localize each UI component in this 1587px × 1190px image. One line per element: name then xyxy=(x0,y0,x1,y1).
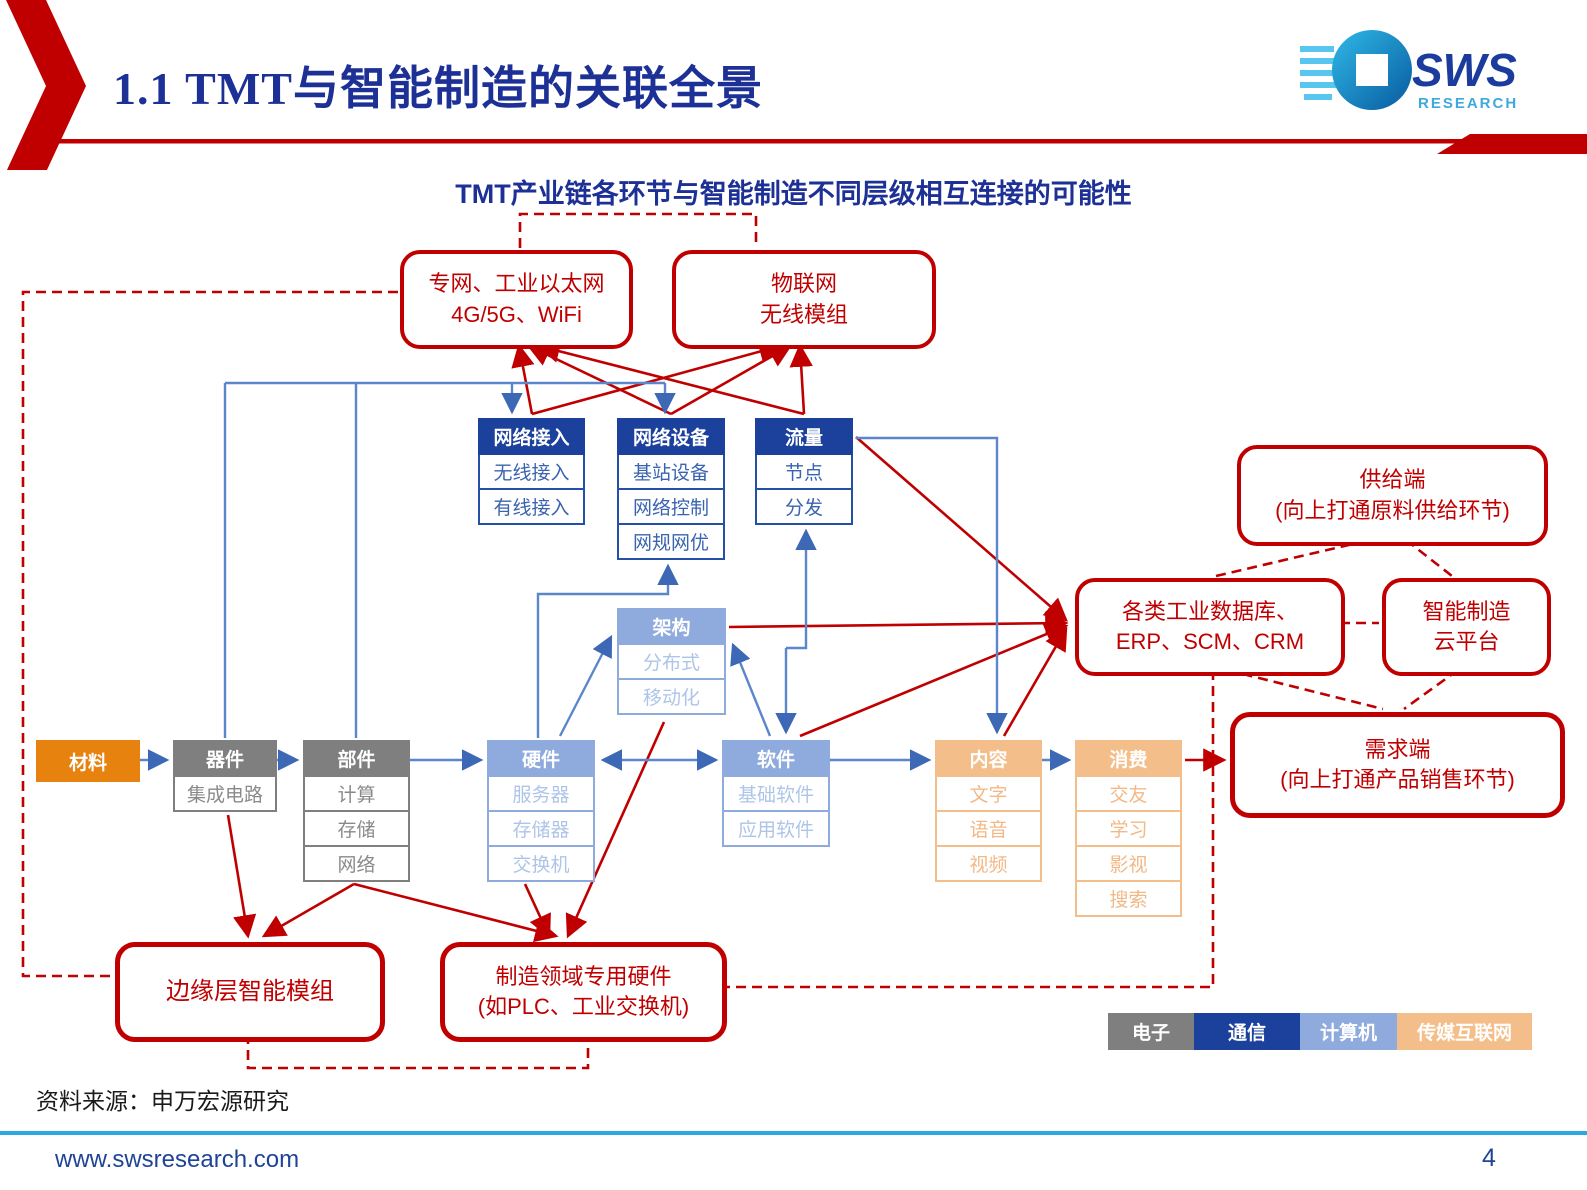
sws-logo-icon: SWS RESEARCH xyxy=(1300,30,1518,112)
box-material: 材料 xyxy=(36,740,140,782)
box-line: (如PLC、工业交换机) xyxy=(477,994,690,1019)
footer-divider xyxy=(0,1131,1587,1135)
website-link[interactable]: www.swsresearch.com xyxy=(55,1146,300,1173)
box-line: 供给端 xyxy=(1359,467,1426,493)
table-header: 流量 xyxy=(755,418,853,455)
box-iot: 物联网 无线模组 xyxy=(672,250,936,349)
table-header: 内容 xyxy=(935,740,1042,777)
table-row: 影视 xyxy=(1075,847,1182,882)
table-row: 节点 xyxy=(755,455,853,490)
table-architecture: 架构 分布式 移动化 xyxy=(617,608,726,715)
box-line: 专网、工业以太网 xyxy=(428,271,605,297)
page-title: 1.1 TMT与智能制造的关联全景 xyxy=(113,63,763,114)
table-header: 网络设备 xyxy=(617,418,725,455)
box-cloud-platform: 智能制造 云平台 xyxy=(1382,578,1551,676)
table-header: 器件 xyxy=(173,740,277,777)
table-hardware: 硬件 服务器 存储器 交换机 xyxy=(487,740,595,882)
box-line: 智能制造 xyxy=(1422,598,1511,624)
box-supply-side: 供给端 (向上打通原料供给环节) xyxy=(1237,445,1548,546)
box-demand-side: 需求端 (向上打通产品销售环节) xyxy=(1230,712,1565,818)
table-row: 文字 xyxy=(935,777,1042,812)
table-row: 网络 xyxy=(303,847,410,882)
page-number: 4 xyxy=(1482,1144,1496,1172)
table-row: 语音 xyxy=(935,812,1042,847)
box-line: 物联网 xyxy=(770,271,837,297)
box-line: 云平台 xyxy=(1433,629,1500,654)
table-row: 存储 xyxy=(303,812,410,847)
table-header: 网络接入 xyxy=(478,418,585,455)
box-line: 4G/5G、WiFi xyxy=(451,301,582,327)
table-row: 交友 xyxy=(1075,777,1182,812)
table-row: 计算 xyxy=(303,777,410,812)
table-row: 基站设备 xyxy=(617,455,725,490)
box-line: (向上打通原料供给环节) xyxy=(1275,497,1510,523)
table-row: 视频 xyxy=(935,847,1042,882)
box-private-network: 专网、工业以太网 4G/5G、WiFi xyxy=(400,250,633,349)
box-line: ERP、SCM、CRM xyxy=(1115,629,1305,654)
table-network-access: 网络接入 无线接入 有线接入 xyxy=(478,418,585,525)
table-content: 内容 文字 语音 视频 xyxy=(935,740,1042,882)
table-network-equipment: 网络设备 基站设备 网络控制 网规网优 xyxy=(617,418,725,560)
sws-logo: SWS RESEARCH xyxy=(1300,20,1535,125)
box-line: 需求端 xyxy=(1364,736,1431,762)
table-row: 搜索 xyxy=(1075,882,1182,917)
box-line: 无线模组 xyxy=(759,301,848,327)
legend-telecom: 通信 xyxy=(1194,1013,1300,1050)
table-row: 无线接入 xyxy=(478,455,585,490)
table-header: 架构 xyxy=(617,608,726,645)
table-row: 网规网优 xyxy=(617,525,725,560)
table-row: 应用软件 xyxy=(722,812,830,847)
box-line: 边缘层智能模组 xyxy=(166,978,334,1006)
table-row: 分布式 xyxy=(617,645,726,680)
table-header: 软件 xyxy=(722,740,830,777)
box-edge-module: 边缘层智能模组 xyxy=(115,942,385,1042)
source-note: 资料来源：申万宏源研究 xyxy=(36,1088,289,1114)
legend-computer: 计算机 xyxy=(1300,1013,1397,1050)
table-row: 分发 xyxy=(755,490,853,525)
box-line: 各类工业数据库、 xyxy=(1121,598,1298,624)
table-software: 软件 基础软件 应用软件 xyxy=(722,740,830,847)
table-row: 基础软件 xyxy=(722,777,830,812)
chevron-icon xyxy=(6,0,86,170)
svg-text:RESEARCH: RESEARCH xyxy=(1418,95,1518,112)
table-row: 服务器 xyxy=(487,777,595,812)
table-consumption: 消费 交友 学习 影视 搜索 xyxy=(1075,740,1182,917)
box-line: (向上打通产品销售环节) xyxy=(1280,767,1515,792)
table-row: 有线接入 xyxy=(478,490,585,525)
box-mfg-hardware: 制造领域专用硬件 (如PLC、工业交换机) xyxy=(440,942,727,1042)
table-traffic: 流量 节点 分发 xyxy=(755,418,853,525)
table-component: 部件 计算 存储 网络 xyxy=(303,740,410,882)
box-line: 制造领域专用硬件 xyxy=(495,963,672,989)
table-row: 移动化 xyxy=(617,680,726,715)
table-row: 集成电路 xyxy=(173,777,277,812)
legend-electronics: 电子 xyxy=(1108,1013,1194,1050)
table-header: 硬件 xyxy=(487,740,595,777)
table-row: 网络控制 xyxy=(617,490,725,525)
table-row: 学习 xyxy=(1075,812,1182,847)
diagram-title: TMT产业链各环节与智能制造不同层级相互连接的可能性 xyxy=(455,179,1132,209)
svg-text:SWS: SWS xyxy=(1412,44,1517,96)
table-row: 存储器 xyxy=(487,812,595,847)
box-industrial-db: 各类工业数据库、 ERP、SCM、CRM xyxy=(1075,578,1345,676)
table-row: 交换机 xyxy=(487,847,595,882)
table-header: 消费 xyxy=(1075,740,1182,777)
table-header: 部件 xyxy=(303,740,410,777)
legend-media: 传媒互联网 xyxy=(1397,1013,1532,1050)
table-device: 器件 集成电路 xyxy=(173,740,277,812)
header-decoration xyxy=(6,0,1587,170)
